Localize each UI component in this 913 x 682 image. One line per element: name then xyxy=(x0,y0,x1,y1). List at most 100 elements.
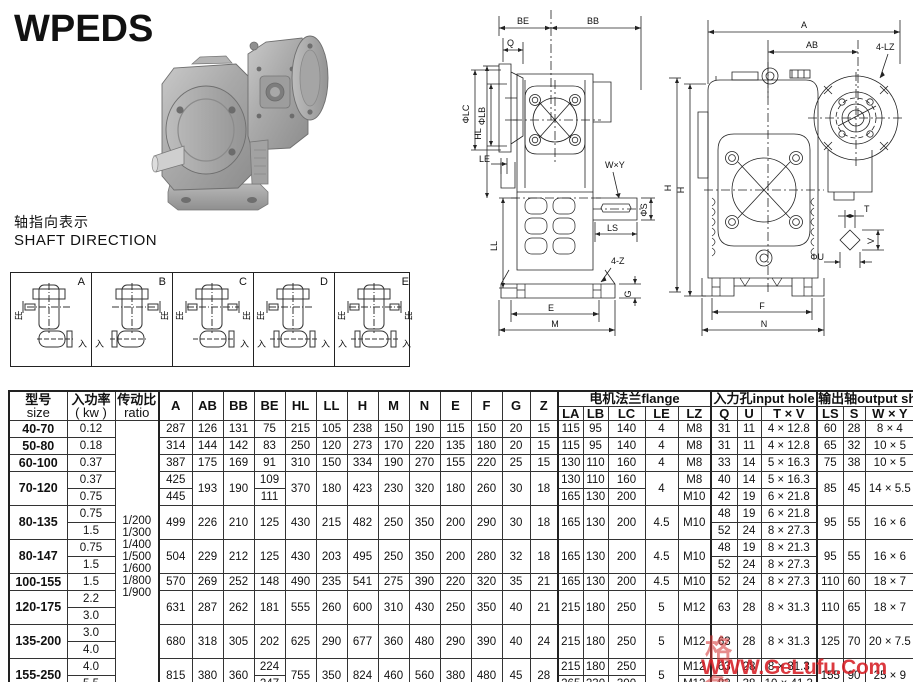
cell-s: 38 xyxy=(842,454,866,473)
cell-n: 350 xyxy=(408,539,441,575)
cell-n: 390 xyxy=(408,573,441,592)
th-size: 型号 size xyxy=(8,390,68,422)
cell-e: 200 xyxy=(439,539,472,575)
cell-le: 5 xyxy=(644,624,679,660)
cell-txv: 8 × 27.3 xyxy=(760,522,819,541)
shaft-label-in-right: 入 xyxy=(239,339,249,349)
th-dim-hl: HL xyxy=(284,390,317,422)
cell-txv: 4 × 12.8 xyxy=(760,420,819,439)
cell-txv: 8 × 27.3 xyxy=(760,556,819,575)
dim-label-phi-s: ΦS xyxy=(639,203,649,216)
cell-e: 115 xyxy=(439,420,472,439)
th-flange-lb: LB xyxy=(582,405,609,422)
cell-hl: 430 xyxy=(284,505,317,541)
cell-le: 5 xyxy=(644,658,679,682)
cell-la: 215 xyxy=(557,658,584,677)
cell-e: 200 xyxy=(439,505,472,541)
th-group-flange: 电机法兰flange xyxy=(557,389,713,407)
cell-ll: 180 xyxy=(315,471,348,507)
engineering-drawing-front-view: BE BB Q ΦLC xyxy=(455,2,687,347)
cell-lb: 110 xyxy=(582,471,609,490)
cell-ls: 110 xyxy=(816,590,844,626)
cell-a: 425 xyxy=(158,471,193,490)
cell-lc: 200 xyxy=(607,505,646,541)
cell-txv: 6 × 21.8 xyxy=(760,505,819,524)
cell-power: 1.5 xyxy=(66,522,116,541)
cell-ls: 110 xyxy=(816,573,844,592)
cell-txv: 6 × 21.8 xyxy=(760,488,819,507)
cell-size: 60-100 xyxy=(8,454,68,473)
cell-ll: 203 xyxy=(315,539,348,575)
cell-u: 14 xyxy=(736,454,762,473)
cell-q: 42 xyxy=(710,488,738,507)
cell-h: 824 xyxy=(346,658,379,682)
cell-power: 3.0 xyxy=(66,624,116,643)
cell-lb: 180 xyxy=(582,590,609,626)
cell-ab: 144 xyxy=(191,437,224,456)
cell-n: 220 xyxy=(408,437,441,456)
cell-be: 75 xyxy=(253,420,286,439)
cell-lz: M8 xyxy=(677,454,713,473)
cell-m: 150 xyxy=(377,420,410,439)
cell-u: 14 xyxy=(736,471,762,490)
shaft-direction-diagram-row: A 出 入 B 出 入 xyxy=(10,272,413,367)
th-output-ls: LS xyxy=(816,405,844,422)
cell-u: 11 xyxy=(736,437,762,456)
cell-wxy: 10 × 5 xyxy=(864,454,913,473)
cell-lz: M10 xyxy=(677,539,713,575)
cell-q: 48 xyxy=(710,539,738,558)
cell-be: 111 xyxy=(253,488,286,507)
product-photo xyxy=(140,24,330,224)
cell-wxy: 14 × 5.5 xyxy=(864,471,913,507)
th-dim-z: Z xyxy=(529,390,559,422)
cell-u: 19 xyxy=(736,488,762,507)
dim-label-phi-lc: ΦLC xyxy=(461,104,471,123)
cell-power: 0.75 xyxy=(66,488,116,507)
cell-wxy: 20 × 7.5 xyxy=(864,624,913,660)
cell-n: 430 xyxy=(408,590,441,626)
cell-a: 314 xyxy=(158,437,193,456)
cell-f: 290 xyxy=(470,505,503,541)
cell-lc: 250 xyxy=(607,590,646,626)
cell-lz: M12 xyxy=(677,624,713,660)
th-input-txv: T × V xyxy=(760,405,819,422)
cell-ls: 65 xyxy=(816,437,844,456)
cell-be: 83 xyxy=(253,437,286,456)
ratio-value: 1/200 xyxy=(122,514,152,527)
cell-lb: 130 xyxy=(582,505,609,541)
cell-le: 4 xyxy=(644,454,679,473)
cell-e: 290 xyxy=(439,624,472,660)
th-ratio: 传动比 ratio xyxy=(114,390,160,422)
cell-le: 4.5 xyxy=(644,539,679,575)
dim-label-a: A xyxy=(801,20,807,30)
cell-h: 677 xyxy=(346,624,379,660)
cell-lz: M8 xyxy=(677,471,713,490)
th-flange-la: LA xyxy=(557,405,584,422)
cell-be: 202 xyxy=(253,624,286,660)
cell-hl: 755 xyxy=(284,658,317,682)
cell-hl: 310 xyxy=(284,454,317,473)
th-power: 入功率 ( kw ) xyxy=(66,390,116,422)
cell-u: 19 xyxy=(736,505,762,524)
th-dim-bb: BB xyxy=(222,390,255,422)
cell-ab: 380 xyxy=(191,658,224,682)
cell-m: 230 xyxy=(377,471,410,507)
shaft-direction-letter: E xyxy=(401,276,409,288)
cell-lz: M12 xyxy=(677,590,713,626)
cell-lc: 160 xyxy=(607,471,646,490)
cell-n: 270 xyxy=(408,454,441,473)
cell-g: 40 xyxy=(501,590,531,626)
dim-label-4lz: 4-LZ xyxy=(876,42,895,52)
shaft-label-in-left: 入 xyxy=(95,339,105,349)
cell-la: 215 xyxy=(557,590,584,626)
cell-lc: 250 xyxy=(607,658,646,677)
cell-lz: M12 xyxy=(677,658,713,677)
cell-lc: 250 xyxy=(607,624,646,660)
cell-lc: 300 xyxy=(607,675,646,682)
cell-g: 25 xyxy=(501,454,531,473)
th-flange-lc: LC xyxy=(607,405,646,422)
cell-hl: 215 xyxy=(284,420,317,439)
cell-f: 480 xyxy=(470,658,503,682)
